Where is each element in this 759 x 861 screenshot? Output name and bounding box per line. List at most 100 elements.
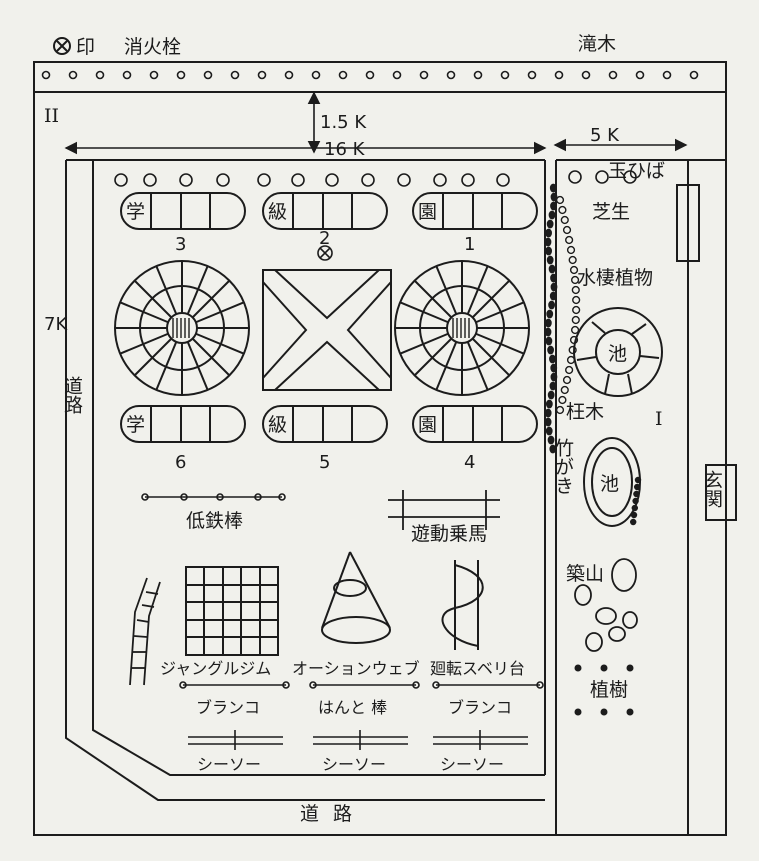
round-flowerbed-right [394,260,530,396]
artificial-hill-label: 築山 [566,563,604,585]
hedge-bead [549,444,557,454]
hydrant-symbol [317,245,333,261]
artificial-hill [574,558,638,652]
seesaw-2 [313,730,408,750]
chain-tree [560,385,569,395]
wheel-spoke [155,341,178,391]
wheel-spoke [475,301,525,324]
hedge-bead [544,327,552,337]
tree [433,173,447,187]
pond-2-label: 池 [600,473,619,495]
road-outer-edge [65,160,545,801]
water-plant-pond [573,307,663,397]
ocean-wave-label: オーションウェブ [292,659,420,678]
tree [496,173,510,187]
wheel-spoke [191,279,231,319]
wheel-spoke [155,265,178,315]
lawn-label: 芝生 [592,201,630,223]
hedge-tree [554,70,564,80]
classroom-2 [262,192,388,230]
wheel-spoke [471,279,511,319]
hedge-tree [257,70,267,80]
hedge-tree [446,70,456,80]
hedge-bead [549,183,557,193]
wheel-hub [166,312,198,344]
hedge-bead [550,282,558,292]
legend-symbol-label: 印 [76,36,95,58]
hedge-bead [548,300,556,310]
wheel-spoke [435,341,458,391]
rotating-slide-label: 廻転スベリ台 [430,659,525,678]
hedge-bead [547,435,555,445]
pole-bars-label: はんと 棒 [318,698,387,717]
hedge-tree [338,70,348,80]
hedge-bead [545,426,553,436]
chain-tree [555,195,565,205]
swing-horse-label: 遊動乗馬 [411,523,487,545]
classroom-5 [262,405,388,443]
tree [325,173,339,187]
hedge-tree [500,70,510,80]
classroom-5-number: 5 [319,452,330,473]
central-square [262,269,392,391]
pond-stones [630,476,642,526]
hedge-trees [41,70,699,80]
pond-stone [633,490,640,498]
tama-hiba-label: 玉ひば [608,160,665,182]
chain-tree [560,215,569,225]
hedge-tree [635,70,645,80]
wheel-spoke [133,337,173,377]
chain-tree [565,235,574,245]
chain-tree [562,225,572,235]
jungle-gym [185,566,279,656]
wheel-spoke [119,301,169,324]
hedge-trees-label: 枉木 [566,401,604,423]
classroom-1-char: 園 [418,201,437,223]
hedge-bead [550,192,558,202]
chain-tree [571,315,580,325]
tree [397,173,411,187]
water-plants-label: 水棲植物 [577,267,653,289]
ladder [129,577,161,686]
hedge-bead [549,354,556,364]
wheel-spoke [186,341,209,391]
tree [461,173,475,187]
hedge-tree [176,70,186,80]
wheel-spoke [186,265,209,315]
hedge-bead [549,381,557,391]
jungle-gym-label: ジャングルジム [160,659,271,678]
hedge-bead [549,291,557,301]
hedge-bead [545,336,553,346]
chain-tree [565,365,574,375]
classroom-6-char: 学 [126,414,145,436]
chain-tree [555,405,565,415]
bamboo-fence-label: 竹がき [552,438,574,495]
seesaw-1-label: シーソー [197,755,261,774]
hedge-tree [419,70,429,80]
rotating-slide [441,560,484,650]
hedge-tree [41,70,51,80]
wheel-spoke [191,337,231,377]
hedge-bead [544,417,552,427]
chain-tree [568,255,577,265]
ocean-wave-cone [321,551,391,644]
tree [179,173,193,187]
hedge-bead [550,201,557,211]
tree [143,173,157,187]
wheel-spoke [399,301,449,324]
pond-stone [630,511,638,519]
swing-2-label: ブランコ [448,698,512,717]
hedge-tree [689,70,699,80]
hydrant-legend-symbol [53,37,71,55]
tree [291,173,305,187]
wheel-spoke [435,265,458,315]
hedge-bead [546,219,554,229]
pond-1-label: 池 [608,343,627,365]
tree [216,173,230,187]
wheel-spoke [466,265,489,315]
chain-tree [558,395,567,405]
low-iron-bar [141,493,286,501]
classroom-4-number: 4 [464,452,475,473]
hedge-tree [203,70,213,80]
